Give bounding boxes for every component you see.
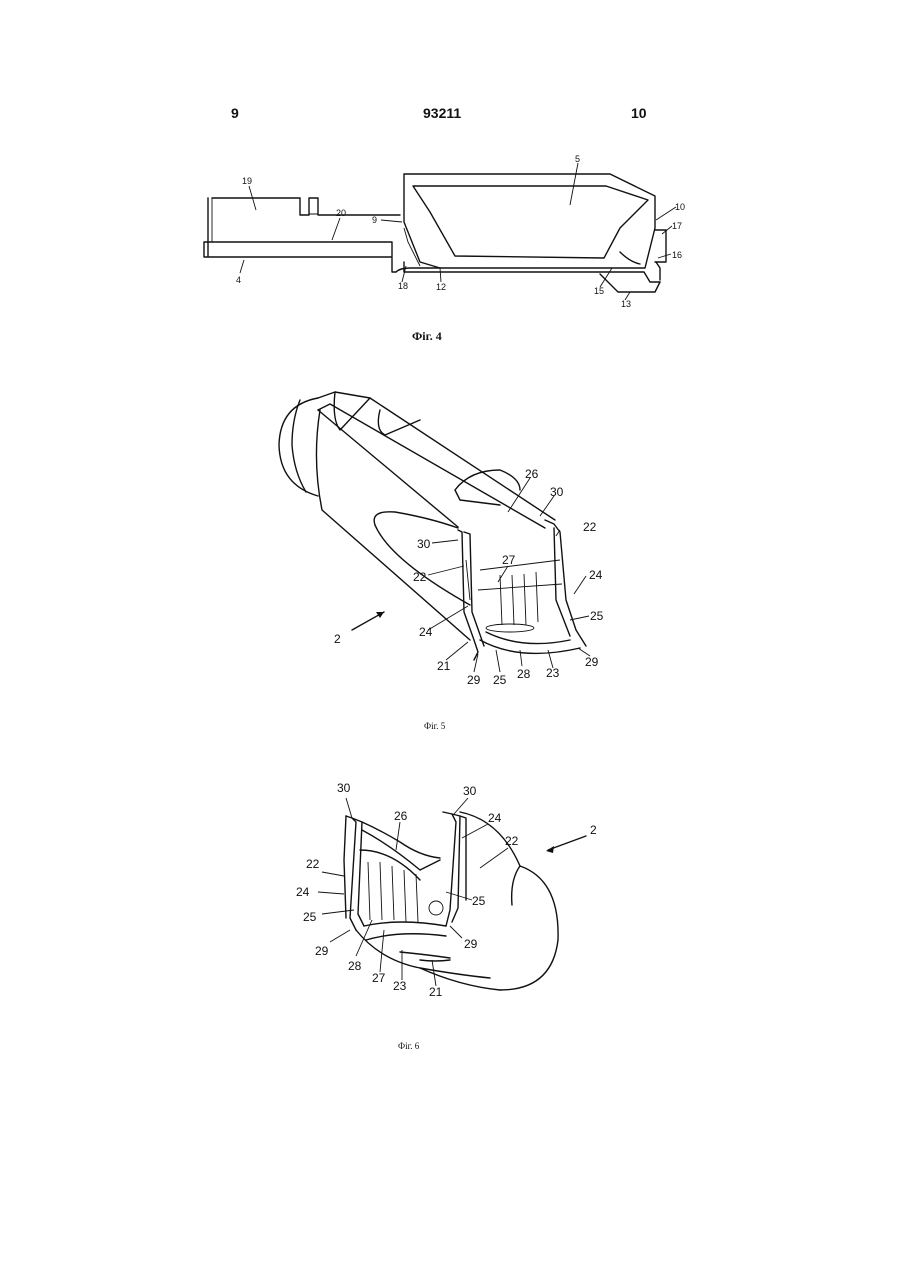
fig6-label: 2 bbox=[590, 823, 597, 837]
fig4-label: 10 bbox=[675, 202, 685, 212]
fig6-label: 22 bbox=[505, 834, 519, 848]
fig5-label: 28 bbox=[517, 667, 531, 681]
figure-5-drawing: 26 30 30 22 22 27 24 24 25 2 21 29 25 28… bbox=[279, 392, 604, 687]
fig4-label: 20 bbox=[336, 208, 346, 218]
fig5-label: 21 bbox=[437, 659, 451, 673]
fig5-label: 22 bbox=[583, 520, 597, 534]
fig6-label: 24 bbox=[296, 885, 310, 899]
fig5-label: 24 bbox=[589, 568, 603, 582]
figure-6-caption: Фіг. 6 bbox=[398, 1041, 419, 1051]
fig6-label: 28 bbox=[348, 959, 362, 973]
fig5-label: 2 bbox=[334, 632, 341, 646]
fig4-label: 12 bbox=[436, 282, 446, 292]
fig5-label: 25 bbox=[590, 609, 604, 623]
fig5-label: 23 bbox=[546, 666, 560, 680]
fig6-label: 26 bbox=[394, 809, 408, 823]
fig6-label: 29 bbox=[315, 944, 329, 958]
fig5-label: 29 bbox=[585, 655, 599, 669]
fig6-label: 24 bbox=[488, 811, 502, 825]
fig6-label: 29 bbox=[464, 937, 478, 951]
fig4-label: 9 bbox=[372, 215, 377, 225]
fig4-label: 17 bbox=[672, 221, 682, 231]
fig4-label: 5 bbox=[575, 154, 580, 164]
fig5-label: 26 bbox=[525, 467, 539, 481]
fig4-label: 16 bbox=[672, 250, 682, 260]
fig5-label: 30 bbox=[550, 485, 564, 499]
fig4-label: 4 bbox=[236, 275, 241, 285]
fig6-label: 27 bbox=[372, 971, 386, 985]
fig6-label: 30 bbox=[463, 784, 477, 798]
fig5-label: 29 bbox=[467, 673, 481, 687]
fig6-label: 25 bbox=[472, 894, 486, 908]
fig4-label: 15 bbox=[594, 286, 604, 296]
fig5-label: 25 bbox=[493, 673, 507, 687]
figure-5-caption: Фіг. 5 bbox=[424, 721, 445, 731]
fig6-label: 23 bbox=[393, 979, 407, 993]
fig4-label: 18 bbox=[398, 281, 408, 291]
fig6-label: 30 bbox=[337, 781, 351, 795]
figure-6-drawing: 30 30 26 24 22 22 2 24 25 25 29 29 28 27… bbox=[296, 781, 597, 999]
fig6-label: 22 bbox=[306, 857, 320, 871]
fig6-label: 21 bbox=[429, 985, 443, 999]
fig6-label: 25 bbox=[303, 910, 317, 924]
fig5-label: 27 bbox=[502, 553, 516, 567]
fig5-label: 22 bbox=[413, 570, 427, 584]
figure-4-drawing: 5 19 20 9 10 17 16 4 18 12 15 13 bbox=[204, 154, 685, 309]
fig5-label: 30 bbox=[417, 537, 431, 551]
fig4-label: 19 bbox=[242, 176, 252, 186]
figure-4-caption: Фіг. 4 bbox=[412, 329, 442, 344]
fig5-label: 24 bbox=[419, 625, 433, 639]
fig4-label: 13 bbox=[621, 299, 631, 309]
